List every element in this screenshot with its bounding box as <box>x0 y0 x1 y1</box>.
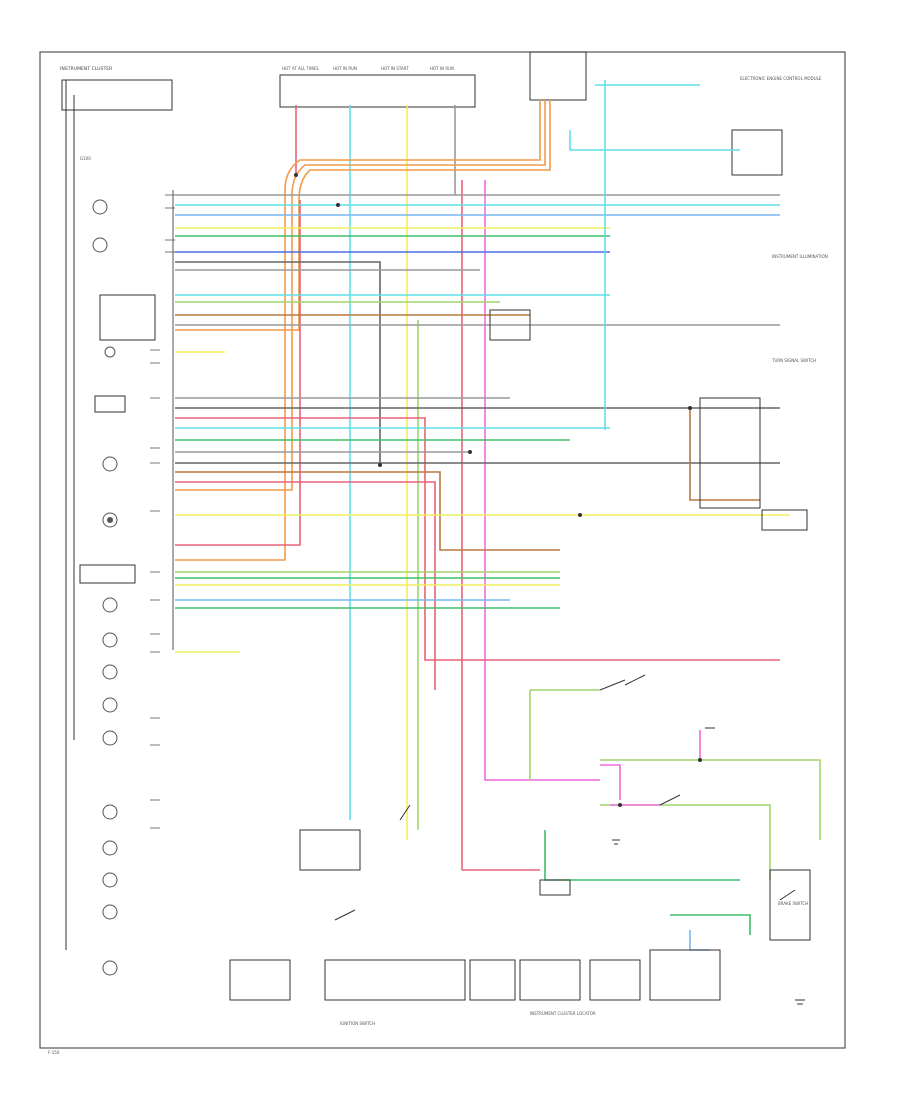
brake-box <box>769 869 811 941</box>
wire-pink-trunk <box>484 180 600 781</box>
fuse-label-2: HOT IN RUN <box>333 66 357 71</box>
wire-brown-right <box>689 408 760 501</box>
wire-lblue-lower <box>689 930 710 951</box>
fuse-label-1: HOT AT ALL TIMES <box>282 66 319 71</box>
wire-green-bottom <box>544 830 740 881</box>
bottom-caption: INSTRUMENT CLUSTER LOCATOR <box>530 1011 596 1016</box>
brake-switch-label: BRAKE SWITCH <box>778 901 808 906</box>
component-box <box>489 309 531 341</box>
fuse-box <box>279 74 476 108</box>
switch-icon <box>334 674 796 921</box>
right-note-1: ELECTRONIC ENGINE CONTROL MODULE <box>740 76 822 81</box>
fuel-pump-box <box>761 509 808 531</box>
module-box-top-right <box>731 129 783 176</box>
gauge-icon <box>79 199 156 746</box>
lamp-box-2 <box>519 959 581 1001</box>
connector-box <box>539 879 571 896</box>
header-left-label: INSTRUMENT CLUSTER <box>60 66 113 72</box>
bottom-modules: IGNITION SWITCH INSTRUMENT CLUSTER LOCAT… <box>48 829 721 1055</box>
ignition-box <box>324 959 466 1001</box>
wire-orange-3 <box>175 100 551 331</box>
relay-box <box>529 51 587 101</box>
footer-code: F-150 <box>48 1050 60 1055</box>
ground-label: G100 <box>80 156 91 161</box>
wire-red-h2 <box>175 481 436 690</box>
splice-dots <box>294 173 702 807</box>
wire-lgreen-right-2 <box>600 804 771 880</box>
sensor-box-1 <box>299 829 361 871</box>
connector-icon <box>150 194 175 829</box>
wire-cyan-top <box>569 130 740 151</box>
fuse-label-4: HOT IN RUN <box>430 66 454 71</box>
module-box-right <box>699 397 761 509</box>
wire-lgreen-right <box>600 759 821 840</box>
wire-lgreen-loop <box>529 689 600 780</box>
switch-box-bottom <box>649 949 721 1001</box>
ground-icon <box>612 727 805 1005</box>
wire-red-h1 <box>175 417 780 661</box>
right-components: BRAKE SWITCH <box>489 309 811 941</box>
wire-pink-branch <box>600 764 621 800</box>
wire-harness <box>175 80 821 951</box>
wire-orange-1 <box>175 100 541 561</box>
lamp-box-3 <box>589 959 641 1001</box>
fuse-label-3: HOT IN START <box>381 66 409 71</box>
cluster-box-bottom <box>229 959 291 1001</box>
right-note-3: TURN SIGNAL SWITCH <box>771 358 816 363</box>
wire-brown-h2 <box>175 471 560 551</box>
ignition-switch-label: IGNITION SWITCH <box>340 1021 375 1026</box>
instrument-cluster-block: INSTRUMENT CLUSTER G100 <box>60 66 175 976</box>
cluster-top-box <box>61 79 173 111</box>
bulb-icon <box>102 804 118 976</box>
right-note-2: INSTRUMENT ILLUMINATION <box>772 254 828 259</box>
wire-green-lower <box>670 914 751 935</box>
lamp-box <box>469 959 516 1001</box>
fuse-panel: HOT AT ALL TIMES HOT IN RUN HOT IN START… <box>279 51 828 363</box>
diagram-border <box>39 51 846 1049</box>
